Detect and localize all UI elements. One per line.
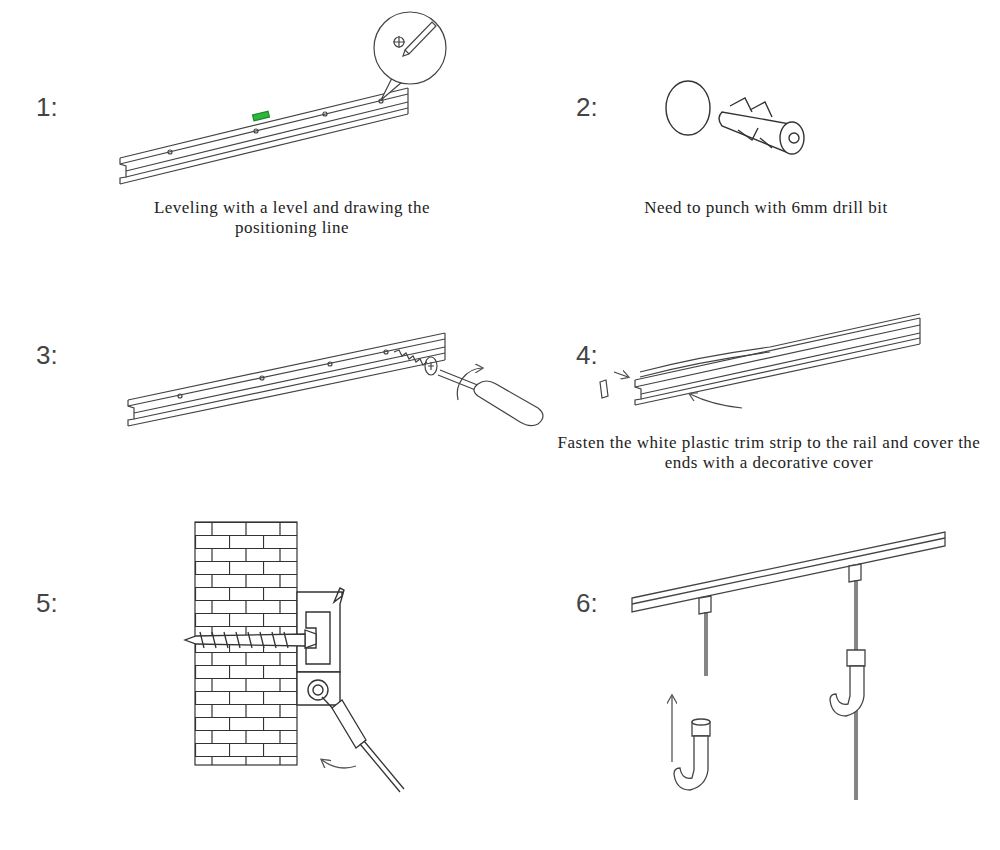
step-number: 5: [36,588,58,619]
wall-cross-section [185,522,404,792]
step-number: 1: [36,92,58,123]
step-caption: Leveling with a level and drawing the po… [122,198,462,239]
rail-with-level [120,12,446,184]
step-caption: Fasten the white plastic trim strip to t… [546,433,992,474]
rail-with-trim-strip [600,314,920,408]
step-number: 3: [36,340,58,371]
step-number: 4: [576,340,598,371]
step-number: 6: [576,588,598,619]
rail-with-hooks [632,532,945,800]
wall-plug [666,81,804,154]
rail-with-screwdriver [128,333,543,426]
step-number: 2: [576,92,598,123]
step-caption: Need to punch with 6mm drill bit [596,198,936,218]
